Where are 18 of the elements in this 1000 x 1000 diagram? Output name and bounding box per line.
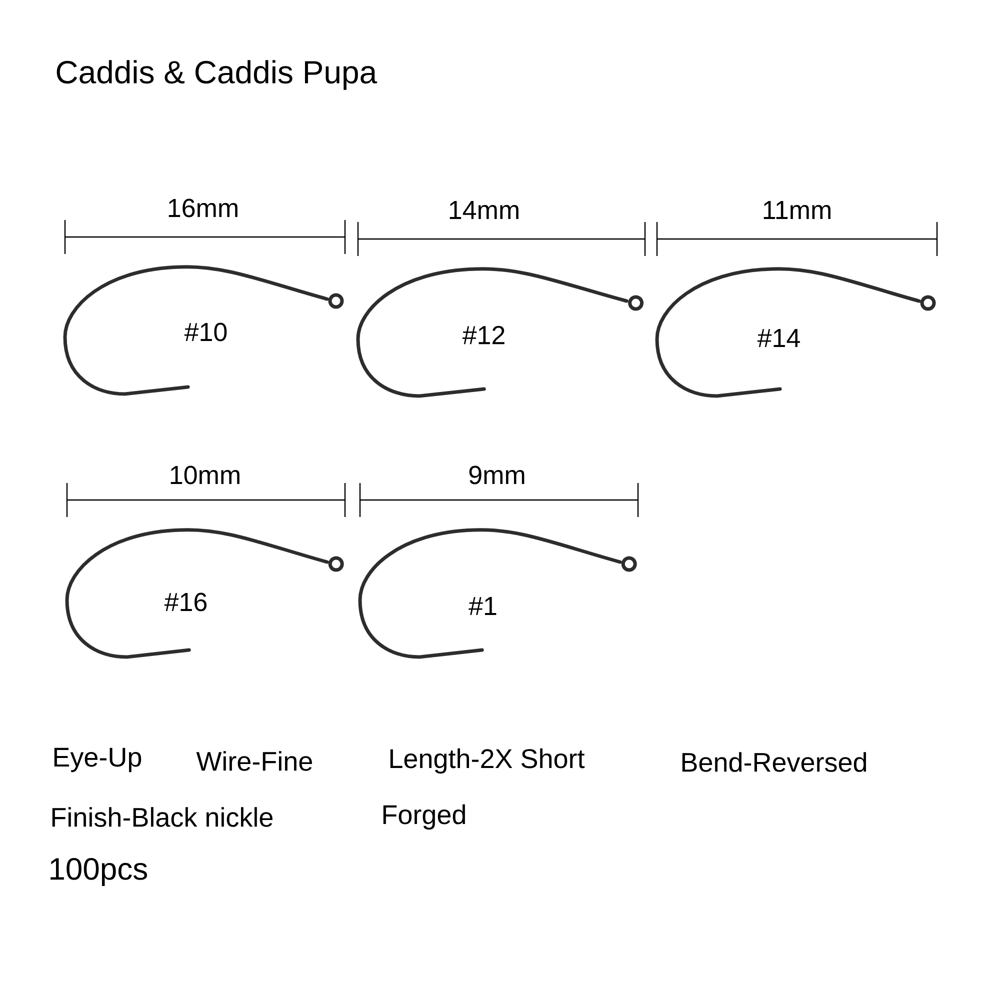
dimension-label: 10mm bbox=[170, 466, 240, 484]
spec-text: Bend-Reversed bbox=[682, 752, 866, 772]
spec-text: Forged bbox=[383, 804, 466, 830]
dimension-label: 9mm bbox=[469, 466, 524, 484]
dimension-label: 14mm bbox=[450, 201, 518, 219]
spec-text: Length-2X Short bbox=[390, 748, 585, 774]
size-number: #10 bbox=[184, 322, 227, 342]
spec-text: Wire-Fine bbox=[196, 751, 312, 771]
size-number: #14 bbox=[757, 329, 800, 347]
size-number: #1 bbox=[468, 597, 496, 615]
dimension-label: 16mm bbox=[168, 198, 238, 218]
spec-text: Eye-Up bbox=[54, 748, 142, 772]
spec-text: Finish-Black nickle bbox=[52, 807, 273, 827]
size-number: #12 bbox=[462, 326, 504, 344]
size-number: #16 bbox=[164, 592, 207, 612]
spec-text: 100pcs bbox=[50, 858, 148, 886]
title: Caddis & Caddis Pupa bbox=[56, 60, 378, 90]
dimension-label: 11mm bbox=[764, 201, 830, 219]
